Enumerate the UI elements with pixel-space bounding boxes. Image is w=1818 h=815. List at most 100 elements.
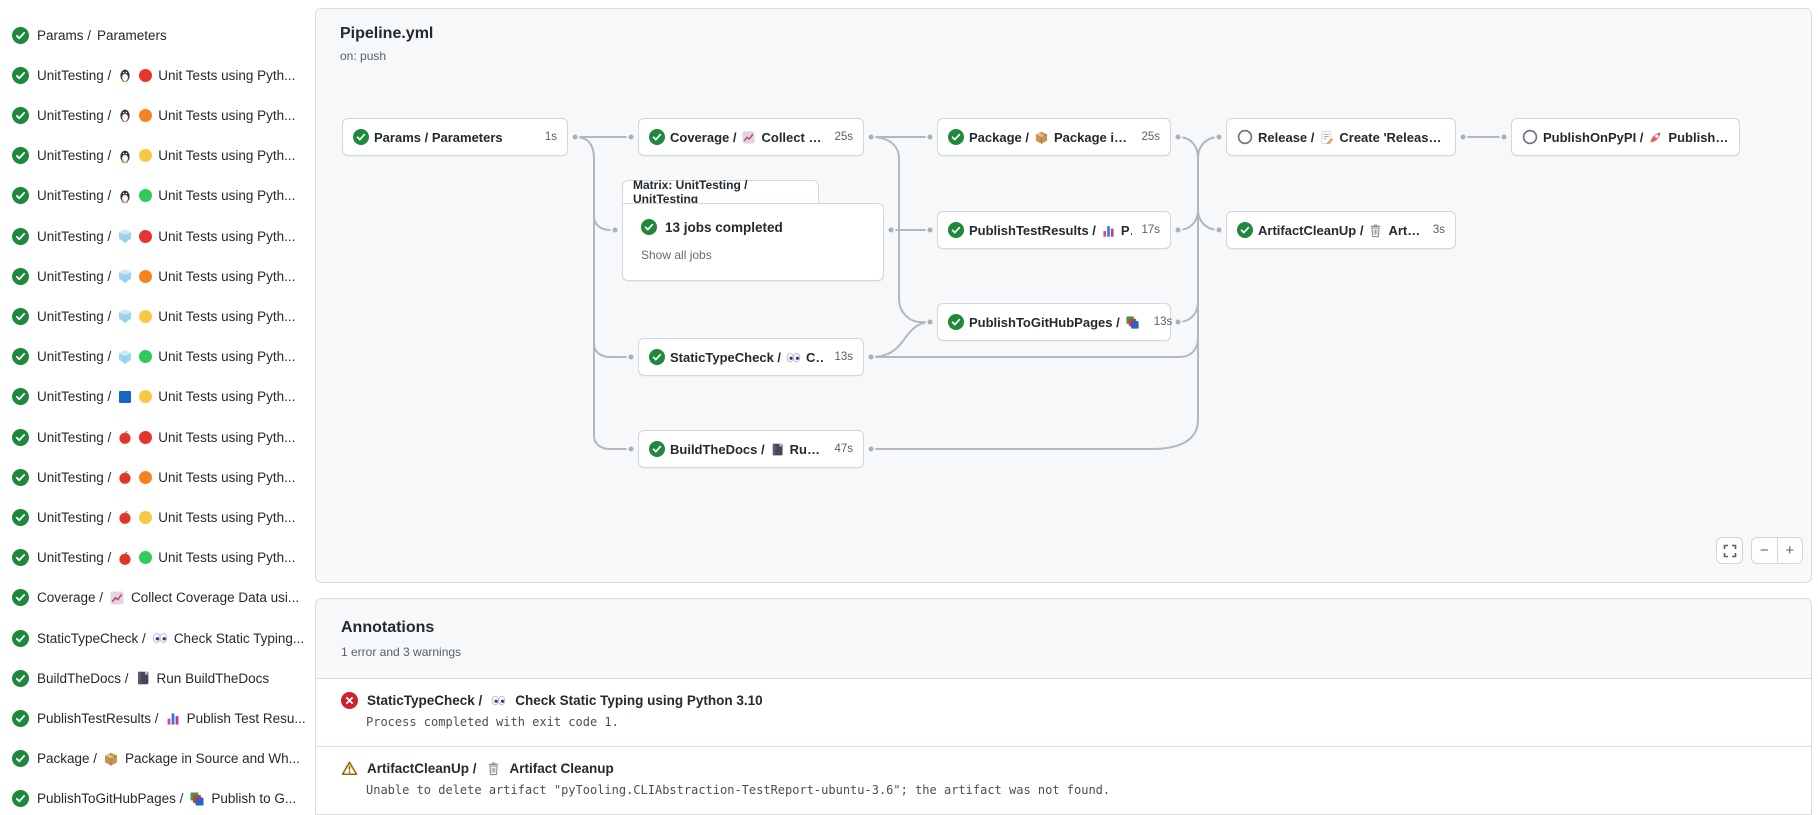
sidebar-job-item[interactable]: UnitTesting /Unit Tests using Pyth...	[12, 225, 310, 247]
node-step-name: Publish to ...	[1668, 129, 1729, 145]
node-job-name: Coverage /	[670, 129, 737, 145]
penguin-icon	[117, 148, 133, 164]
job-label: UnitTesting /Unit Tests using Pyth...	[37, 268, 296, 284]
job-label: UnitTesting /Unit Tests using Pyth...	[37, 469, 296, 485]
python-version-dot	[139, 149, 153, 163]
success-check-icon	[649, 441, 665, 457]
pipeline-node-pghp[interactable]: PublishToGitHubPages /...13s	[937, 303, 1173, 341]
zoom-out-button[interactable]: −	[1752, 538, 1778, 563]
zoom-in-button[interactable]: +	[1785, 542, 1795, 559]
sidebar-job-item[interactable]: PublishToGitHubPages /Publish to G...	[12, 788, 310, 810]
python-version-dot	[139, 309, 153, 323]
node-step-name: Run Buil...	[789, 441, 826, 457]
node-job-name: StaticTypeCheck /	[670, 349, 782, 365]
annotations-panel: Annotations 1 error and 3 warnings Stati…	[315, 598, 1812, 815]
node-job-name: BuildTheDocs /	[670, 441, 765, 457]
node-duration: 13s	[1153, 316, 1173, 328]
sidebar-job-item[interactable]: UnitTesting /Unit Tests using Pyth...	[12, 104, 310, 126]
pipeline-node-stc[interactable]: StaticTypeCheck /Chec...13s	[638, 338, 864, 376]
node-job-name: ArtifactCleanUp /	[1258, 222, 1364, 238]
job-status-check-icon	[12, 66, 29, 84]
pipeline-node-btd[interactable]: BuildTheDocs /Run Buil...47s	[638, 430, 864, 468]
pipeline-node-ptr[interactable]: PublishTestResults /Pu...17s	[937, 211, 1171, 249]
ice-icon	[117, 349, 133, 365]
job-status-check-icon	[12, 468, 29, 486]
warning-icon	[341, 760, 358, 777]
pipeline-graph-panel	[315, 8, 1812, 583]
show-all-jobs-link[interactable]: Show all jobs	[641, 248, 712, 262]
node-job-name: Params / Parameters	[374, 129, 503, 145]
job-label: UnitTesting /Unit Tests using Pyth...	[37, 148, 296, 164]
chart-icon	[741, 130, 756, 145]
job-label: UnitTesting /Unit Tests using Pyth...	[37, 550, 296, 566]
error-icon	[341, 692, 358, 709]
annotation-header[interactable]: StaticTypeCheck /Check Static Typing usi…	[316, 679, 1811, 709]
node-job-name: Release /	[1258, 129, 1315, 145]
job-label: UnitTesting /Unit Tests using Pyth...	[37, 188, 296, 204]
job-status-check-icon	[12, 669, 29, 687]
matrix-group-card[interactable]: 13 jobs completed Show all jobs	[622, 203, 884, 281]
pipeline-node-package[interactable]: Package /Package in So...25s	[937, 118, 1171, 156]
barchart-icon	[1101, 223, 1116, 238]
book-icon	[135, 670, 151, 686]
job-label: UnitTesting /Unit Tests using Pyth...	[37, 67, 296, 83]
success-check-icon	[1237, 222, 1253, 238]
job-label: Package /Package in Source and Wh...	[37, 751, 300, 767]
apple-icon	[117, 550, 133, 566]
apple-icon	[117, 469, 133, 485]
sidebar-job-item[interactable]: StaticTypeCheck /Check Static Typing...	[12, 627, 310, 649]
sidebar-job-item[interactable]: UnitTesting /Unit Tests using Pyth...	[12, 145, 310, 167]
job-status-check-icon	[12, 307, 29, 325]
eyes-icon	[152, 630, 168, 646]
fullscreen-button[interactable]	[1716, 537, 1743, 564]
job-label: Params /Parameters	[37, 27, 167, 43]
sidebar-job-item[interactable]: UnitTesting /Unit Tests using Pyth...	[12, 346, 310, 368]
job-label: UnitTesting /Unit Tests using Pyth...	[37, 107, 296, 123]
sidebar-job-item[interactable]: Package /Package in Source and Wh...	[12, 748, 310, 770]
sidebar-job-item[interactable]: BuildTheDocs /Run BuildTheDocs	[12, 667, 310, 689]
job-status-check-icon	[12, 428, 29, 446]
fullscreen-icon	[1722, 543, 1738, 559]
job-status-check-icon	[12, 147, 29, 165]
sidebar-job-item[interactable]: UnitTesting /Unit Tests using Pyth...	[12, 386, 310, 408]
job-status-check-icon	[12, 187, 29, 205]
sidebar-job-item[interactable]: UnitTesting /Unit Tests using Pyth...	[12, 265, 310, 287]
pipeline-node-pypi[interactable]: PublishOnPyPI / Publish to ...	[1511, 118, 1740, 156]
python-version-dot	[139, 229, 153, 243]
sidebar-job-item[interactable]: Coverage /Collect Coverage Data usi...	[12, 587, 310, 609]
python-version-dot	[139, 108, 153, 122]
sidebar-job-item[interactable]: UnitTesting /Unit Tests using Pyth...	[12, 64, 310, 86]
skipped-circle-icon	[1522, 129, 1538, 145]
job-label: Coverage /Collect Coverage Data usi...	[37, 590, 300, 606]
pipeline-node-coverage[interactable]: Coverage /Collect Cove...25s	[638, 118, 864, 156]
job-status-check-icon	[12, 549, 29, 567]
node-step-name: Chec...	[806, 349, 825, 365]
success-check-icon	[649, 349, 665, 365]
annotations-summary: 1 error and 3 warnings	[341, 645, 462, 659]
penguin-icon	[117, 188, 133, 204]
sidebar-job-item[interactable]: UnitTesting /Unit Tests using Pyth...	[12, 185, 310, 207]
pipeline-node-release[interactable]: Release /Create 'Release P...	[1226, 118, 1456, 156]
package-icon	[103, 751, 119, 767]
node-job-name: PublishOnPyPI /	[1543, 129, 1644, 145]
sidebar-job-item[interactable]: Params /Parameters	[12, 24, 310, 46]
annotation-header[interactable]: ArtifactCleanUp /Artifact Cleanup	[316, 747, 1811, 777]
python-version-dot	[139, 68, 153, 82]
job-status-check-icon	[12, 227, 29, 245]
sidebar-job-item[interactable]: UnitTesting /Unit Tests using Pyth...	[12, 506, 310, 528]
layers-icon	[189, 791, 205, 807]
sidebar-job-item[interactable]: UnitTesting /Unit Tests using Pyth...	[12, 547, 310, 569]
sidebar-job-item[interactable]: UnitTesting /Unit Tests using Pyth...	[12, 305, 310, 327]
pipeline-file-title: Pipeline.yml	[340, 25, 434, 42]
sidebar-job-item[interactable]: UnitTesting /Unit Tests using Pyth...	[12, 426, 310, 448]
python-version-dot	[139, 189, 153, 203]
sidebar-job-item[interactable]: PublishTestResults /Publish Test Resu...	[12, 707, 310, 729]
node-step-name: Package in So...	[1054, 129, 1132, 145]
sidebar-job-item[interactable]: UnitTesting /Unit Tests using Pyth...	[12, 466, 310, 488]
penguin-icon	[117, 107, 133, 123]
pipeline-node-acu[interactable]: ArtifactCleanUp /Artifac...3s	[1226, 211, 1456, 249]
skipped-circle-icon	[1237, 129, 1253, 145]
